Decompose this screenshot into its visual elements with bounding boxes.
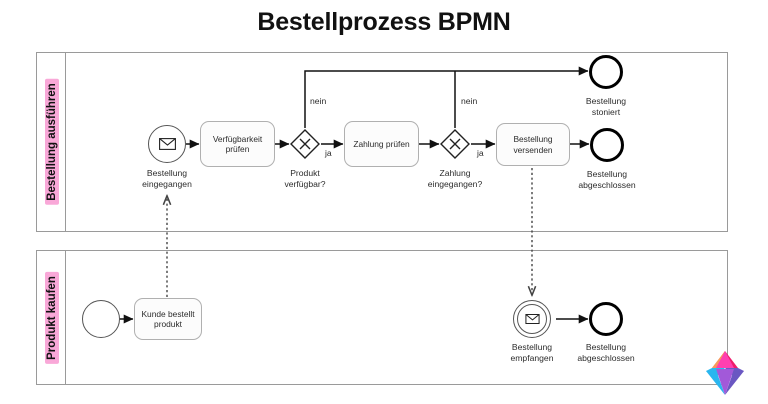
- intermediate-event-inner-ring: [517, 304, 547, 334]
- gateway-produkt-verfuegbar[interactable]: [290, 129, 320, 159]
- end-event-abgeschlossen-bottom-line1: Bestellung: [585, 342, 627, 352]
- page-title: Bestellprozess BPMN: [257, 8, 511, 36]
- intermediate-event-bestellung-empfangen[interactable]: [513, 300, 551, 338]
- intermediate-event-label: Bestellung empfangen: [482, 342, 582, 364]
- start-event-label-line1: Bestellung: [146, 168, 188, 178]
- gamma-gem-logo: [706, 351, 744, 395]
- end-event-abgeschlossen-top-label: Bestellung abgeschlossen: [552, 169, 662, 191]
- exclusive-gateway-icon: [290, 129, 320, 159]
- start-event-bottom-lane[interactable]: [82, 300, 120, 338]
- end-event-abgeschlossen-bottom-label: Bestellung abgeschlossen: [551, 342, 661, 364]
- gateway-zahlung-eingegangen[interactable]: [440, 129, 470, 159]
- envelope-icon: [158, 138, 176, 150]
- pool-label-produkt-kaufen: Produkt kaufen: [45, 271, 59, 364]
- end-event-bestellung-abgeschlossen-top[interactable]: [590, 128, 624, 162]
- pool-header-bottom: Produkt kaufen: [37, 251, 66, 384]
- end-event-stoniert-line2: stoniert: [591, 107, 621, 118]
- task-zahlung-pruefen[interactable]: Zahlung prüfen: [344, 121, 419, 167]
- task-kunde-bestellt-line2: produkt: [154, 319, 182, 329]
- envelope-icon: [524, 314, 540, 324]
- pool-label-wrap-top: Bestellung ausführen: [42, 79, 60, 205]
- task-verfuegbarkeit-line2: prüfen: [225, 144, 250, 154]
- end-event-abgeschlossen-bottom-line2: abgeschlossen: [577, 353, 635, 364]
- start-event-bestellung-eingegangen[interactable]: [148, 125, 186, 163]
- start-event-label: Bestellung eingegangen: [117, 168, 217, 190]
- end-event-bestellung-stoniert[interactable]: [589, 55, 623, 89]
- gateway-produkt-label-line2: verfügbar?: [284, 179, 326, 190]
- task-verfuegbarkeit-pruefen[interactable]: Verfügbarkeit prüfen: [200, 121, 275, 167]
- end-event-stoniert-label: Bestellung stoniert: [556, 96, 656, 118]
- end-event-stoniert-line1: Bestellung: [585, 96, 627, 106]
- task-kunde-bestellt-line1: Kunde bestellt: [141, 308, 195, 319]
- end-event-bestellung-abgeschlossen-bottom[interactable]: [589, 302, 623, 336]
- task-kunde-bestellt-produkt[interactable]: Kunde bestellt produkt: [134, 298, 202, 340]
- task-versenden-line1: Bestellung: [513, 134, 553, 144]
- gateway-zahlung-label-line1: Zahlung: [439, 168, 471, 178]
- end-event-abgeschlossen-top-line1: Bestellung: [586, 169, 628, 179]
- start-event-label-line2: eingegangen: [142, 179, 192, 190]
- pool-label-bestellung-ausfuehren: Bestellung ausführen: [45, 79, 59, 205]
- flow-label-gateway1-nein: nein: [310, 96, 327, 106]
- intermediate-event-line1: Bestellung: [511, 342, 553, 352]
- task-versenden-line2: versenden: [513, 144, 553, 155]
- gateway-produkt-label-line1: Produkt: [290, 168, 320, 178]
- task-verfuegbarkeit-line1: Verfügbarkeit: [212, 133, 263, 144]
- exclusive-gateway-icon: [440, 129, 470, 159]
- flow-label-gateway2-nein: nein: [461, 96, 478, 106]
- gateway-produkt-label: Produkt verfügbar?: [255, 168, 355, 190]
- gateway-zahlung-label-line2: eingegangen?: [427, 179, 483, 190]
- pool-header-top: Bestellung ausführen: [37, 53, 66, 231]
- task-bestellung-versenden[interactable]: Bestellung versenden: [496, 123, 570, 166]
- flow-label-gateway2-ja: ja: [477, 148, 484, 158]
- gateway-zahlung-label: Zahlung eingegangen?: [405, 168, 505, 190]
- flow-label-gateway1-ja: ja: [325, 148, 332, 158]
- end-event-abgeschlossen-top-line2: abgeschlossen: [578, 180, 636, 191]
- task-zahlung-line1: Zahlung prüfen: [353, 138, 410, 149]
- intermediate-event-line2: empfangen: [510, 353, 554, 364]
- pool-label-wrap-bottom: Produkt kaufen: [42, 271, 60, 364]
